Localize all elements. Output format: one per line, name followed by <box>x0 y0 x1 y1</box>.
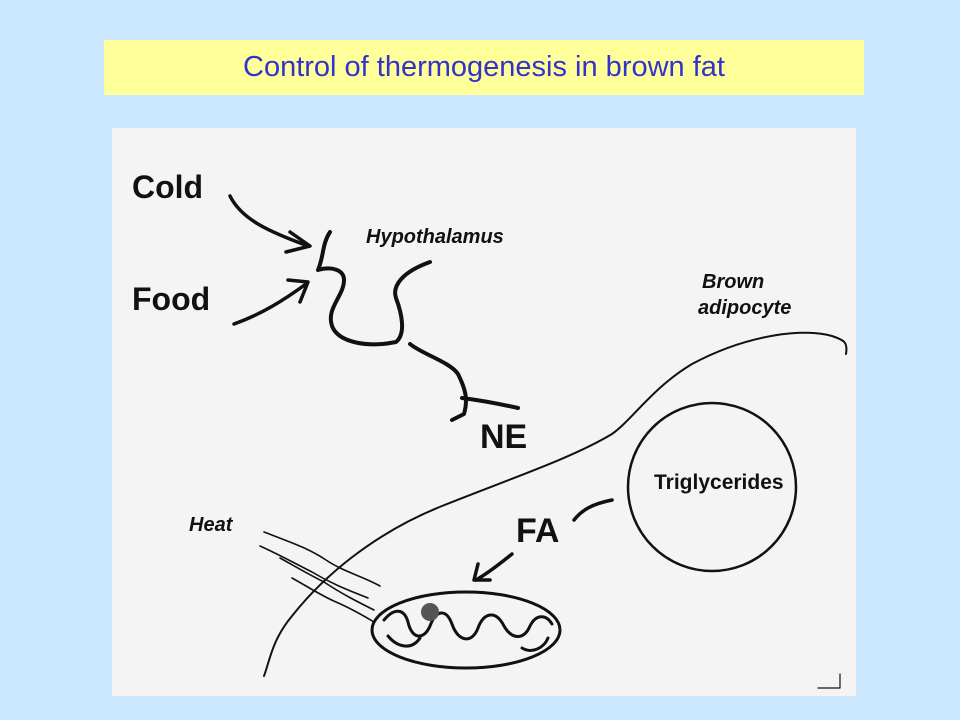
fa-arrow <box>472 552 514 582</box>
hypothalamus-label: Hypothalamus <box>366 226 504 248</box>
cold-arrow <box>228 194 312 254</box>
heat-waves <box>259 531 381 623</box>
adipocyte-membrane <box>263 331 848 677</box>
diagram-panel: Cold Food Hypothalamus NE Brown adipocyt… <box>112 128 856 696</box>
triglycerides-label: Triglycerides <box>654 471 784 494</box>
fa-release-curve <box>572 498 614 522</box>
food-label: Food <box>132 281 210 317</box>
mitochondrion-spot <box>421 603 439 621</box>
adipocyte-label: adipocyte <box>698 297 791 319</box>
ne-label: NE <box>480 418 527 456</box>
fa-label: FA <box>516 512 559 550</box>
cold-label: Cold <box>132 169 203 205</box>
slide-title: Control of thermogenesis in brown fat <box>243 51 725 83</box>
food-arrow <box>232 278 310 326</box>
brown-label: Brown <box>702 271 764 293</box>
hypothalamus-nerve-outline <box>316 230 520 422</box>
triglyceride-droplet <box>626 401 798 573</box>
heat-label: Heat <box>189 514 234 536</box>
mitochondrion <box>370 590 562 670</box>
title-box: Control of thermogenesis in brown fat <box>104 40 864 95</box>
corner-mark <box>817 673 841 689</box>
diagram-canvas: Cold Food Hypothalamus NE Brown adipocyt… <box>132 169 848 689</box>
